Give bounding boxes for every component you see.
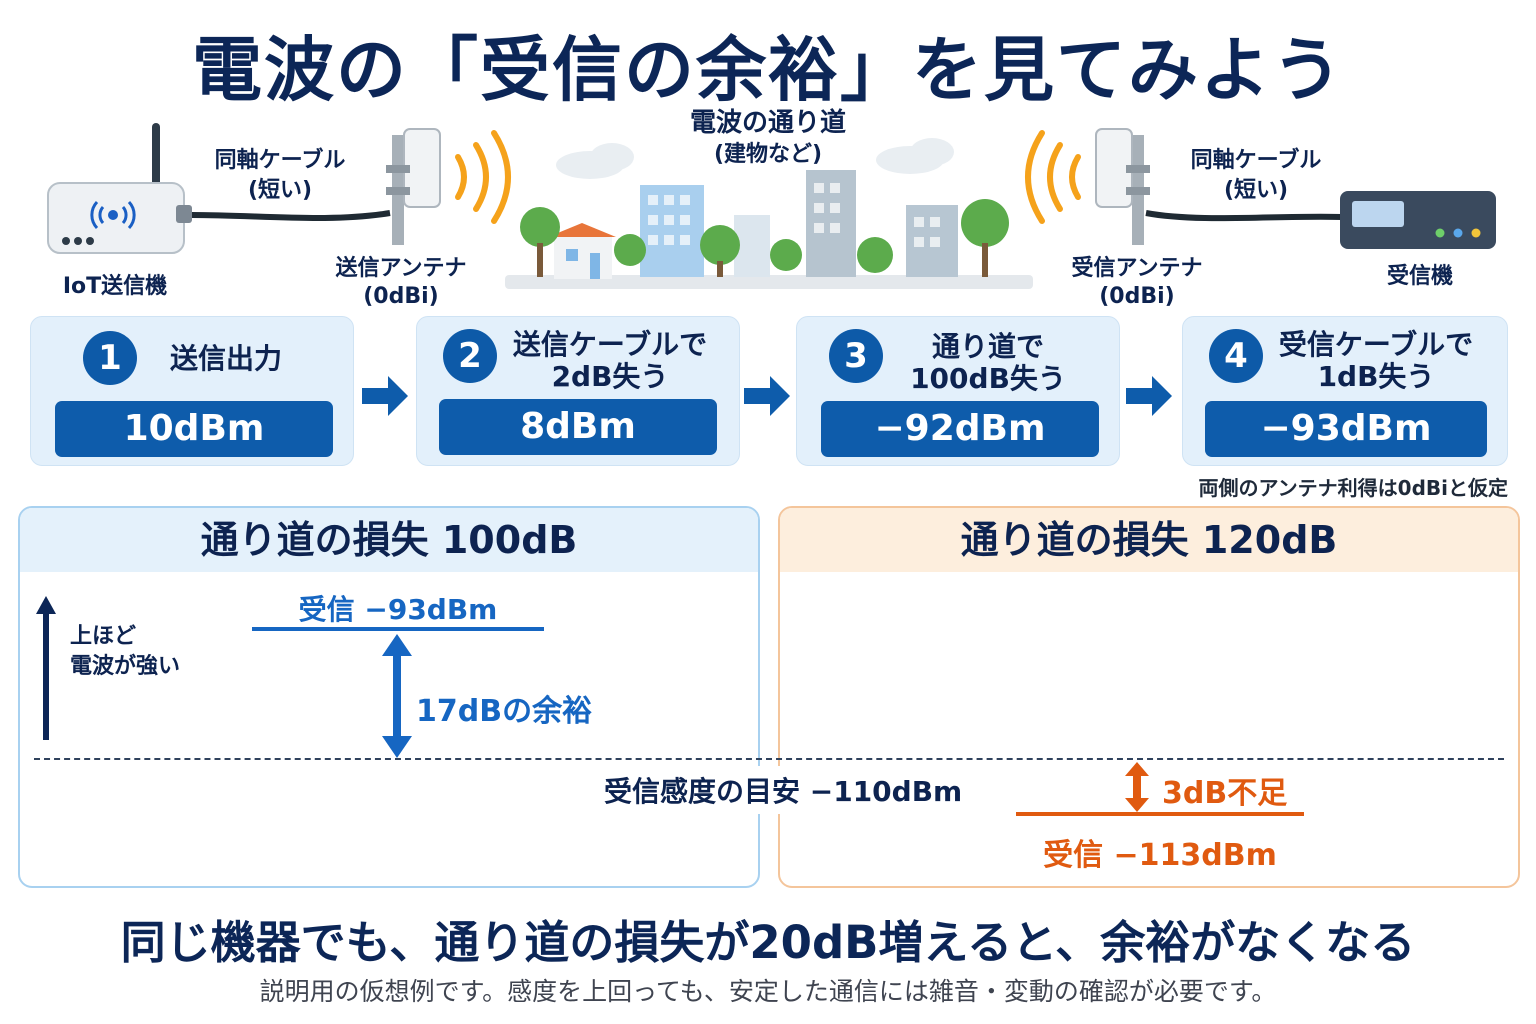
tx-cable-label: 同軸ケーブル [214, 148, 346, 173]
page-title: 電波の「受信の余裕」を見てみよう [192, 29, 1344, 111]
shortfall-label: 3dB不足 [1162, 776, 1288, 811]
illustration [47, 123, 1496, 289]
rx-antenna-sublabel: (0dBi) [1099, 284, 1175, 309]
step-card-4: 4 受信ケーブルで 1dB失う −93dBm [1182, 316, 1508, 466]
tx-cable-sublabel: (短い) [247, 178, 313, 203]
step-number-3: 3 [829, 329, 883, 383]
rx-cable-label: 同軸ケーブル [1190, 148, 1322, 173]
step-title-1: 送信出力 [169, 342, 282, 375]
step-value-2: 8dBm [439, 399, 717, 455]
arrow-right-icon [362, 376, 408, 416]
sensitivity-dashed-line [34, 758, 1504, 760]
step-card-3: 3 通り道で 100dB失う −92dBm [796, 316, 1120, 466]
step-number-2: 2 [443, 329, 497, 383]
margin-double-arrow-icon [382, 634, 412, 758]
step-card-2: 2 送信ケーブルで 2dB失う 8dBm [416, 316, 740, 466]
step-value-1: 10dBm [55, 401, 333, 457]
panel-loss-120: 通り道の損失 120dB [778, 506, 1520, 888]
margin-label: 17dBの余裕 [416, 694, 593, 729]
step-number-1: 1 [83, 331, 137, 385]
panel-loss-100: 通り道の損失 100dB [18, 506, 760, 888]
arrow-right-icon [1126, 376, 1172, 416]
iot-transmitter-icon [47, 123, 192, 254]
rx-wave-icon [1025, 130, 1081, 224]
up-arrow-icon [36, 596, 56, 740]
shortfall-double-arrow-icon [1125, 762, 1149, 812]
receiver-label: 受信機 [1386, 264, 1453, 289]
path-sublabel: (建物など) [713, 142, 823, 167]
conclusion-text: 同じ機器でも、通り道の損失が20dB増えると、余裕がなくなる [120, 916, 1416, 969]
city-buildings-icon [505, 138, 1033, 289]
axis-label-line1: 上ほど [70, 624, 137, 649]
tx-cable [191, 210, 391, 222]
left-received-label: 受信 −93dBm [298, 593, 498, 626]
step-title-2-line2: 2dB失う [551, 360, 669, 393]
right-received-label: 受信 −113dBm [1043, 838, 1277, 873]
axis-label-line2: 電波が強い [70, 654, 181, 679]
step-title-2-line1: 送信ケーブルで [512, 328, 708, 361]
step-title-3-line1: 通り道で [931, 330, 1044, 363]
step-title-3-line2: 100dB失う [910, 362, 1066, 395]
step-value-4: −93dBm [1205, 401, 1487, 457]
footnote-text: 説明用の仮想例です。感度を上回っても、安定した通信には雑音・変動の確認が必要です… [259, 977, 1277, 1006]
transmitter-label: IoT送信機 [62, 274, 168, 299]
arrow-right-icon [744, 376, 790, 416]
step-title-4-line2: 1dB失う [1317, 360, 1435, 393]
tx-antenna-icon [386, 128, 441, 245]
panel-right-title: 通り道の損失 120dB [780, 508, 1518, 572]
antenna-note: 両側のアンテナ利得は0dBiと仮定 [1198, 476, 1508, 500]
tx-wave-icon [455, 130, 511, 224]
rx-cable [1145, 210, 1343, 222]
left-received-level-line [252, 627, 544, 631]
panel-left-title: 通り道の損失 100dB [20, 508, 758, 572]
receiver-icon [1340, 191, 1496, 249]
path-label: 電波の通り道 [689, 108, 846, 138]
tx-antenna-sublabel: (0dBi) [363, 284, 439, 309]
rx-antenna-label: 受信アンテナ [1071, 256, 1203, 281]
tx-antenna-label: 送信アンテナ [335, 256, 467, 281]
sensitivity-label: 受信感度の目安 −110dBm [600, 766, 967, 814]
step-number-4: 4 [1209, 329, 1263, 383]
step-card-1: 1 送信出力 10dBm [30, 316, 354, 466]
step-value-3: −92dBm [821, 401, 1099, 457]
step-title-4-line1: 受信ケーブルで [1278, 328, 1474, 361]
right-received-level-line [1016, 812, 1304, 816]
rx-antenna-icon [1095, 128, 1150, 245]
rx-cable-sublabel: (短い) [1223, 178, 1289, 203]
